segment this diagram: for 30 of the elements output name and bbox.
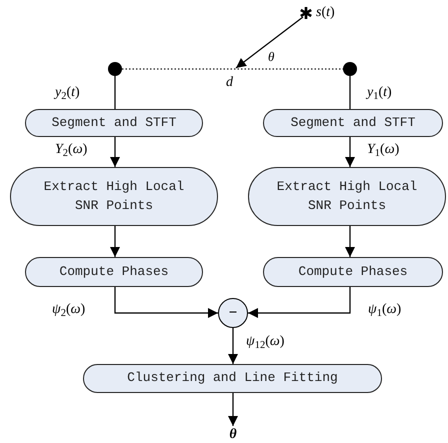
connector-line <box>114 76 116 109</box>
edge-label: d <box>226 76 233 90</box>
edge-label: y$_{2}$(t) <box>55 86 80 100</box>
process-pill: Segment and STFT <box>25 109 203 137</box>
arrow <box>228 393 238 426</box>
edge-label: ψ$_{1}$(ω) <box>368 303 402 317</box>
process-pill: Segment and STFT <box>263 109 443 137</box>
edge-label: Y$_{1}$(ω) <box>367 143 400 157</box>
arrow <box>236 16 304 68</box>
edge-label: y$_{1}$(t) <box>367 86 392 100</box>
arrow <box>345 226 355 257</box>
process-pill: Extract High Local SNR Points <box>248 167 446 226</box>
connector-line <box>349 76 351 109</box>
process-pill: Compute Phases <box>25 257 203 287</box>
arrow <box>345 137 355 167</box>
process-pill: Clustering and Line Fitting <box>83 364 382 393</box>
process-pill: Compute Phases <box>263 257 443 287</box>
arrow <box>228 328 238 364</box>
edge-label: ψ$_{2}$(ω) <box>52 303 86 317</box>
arrow <box>110 137 120 167</box>
arrow <box>114 287 218 318</box>
edge-label: ψ$_{12}$(ω) <box>246 335 284 349</box>
process-pill: Extract High Local SNR Points <box>10 167 218 226</box>
arrow <box>248 287 351 318</box>
source-label: s(t) <box>316 6 335 20</box>
angle-label: θ <box>268 50 274 63</box>
dotted-line <box>122 68 344 70</box>
arrow <box>110 226 120 257</box>
edge-label: Y$_{2}$(ω) <box>55 143 88 157</box>
output-label: θ <box>229 428 237 442</box>
